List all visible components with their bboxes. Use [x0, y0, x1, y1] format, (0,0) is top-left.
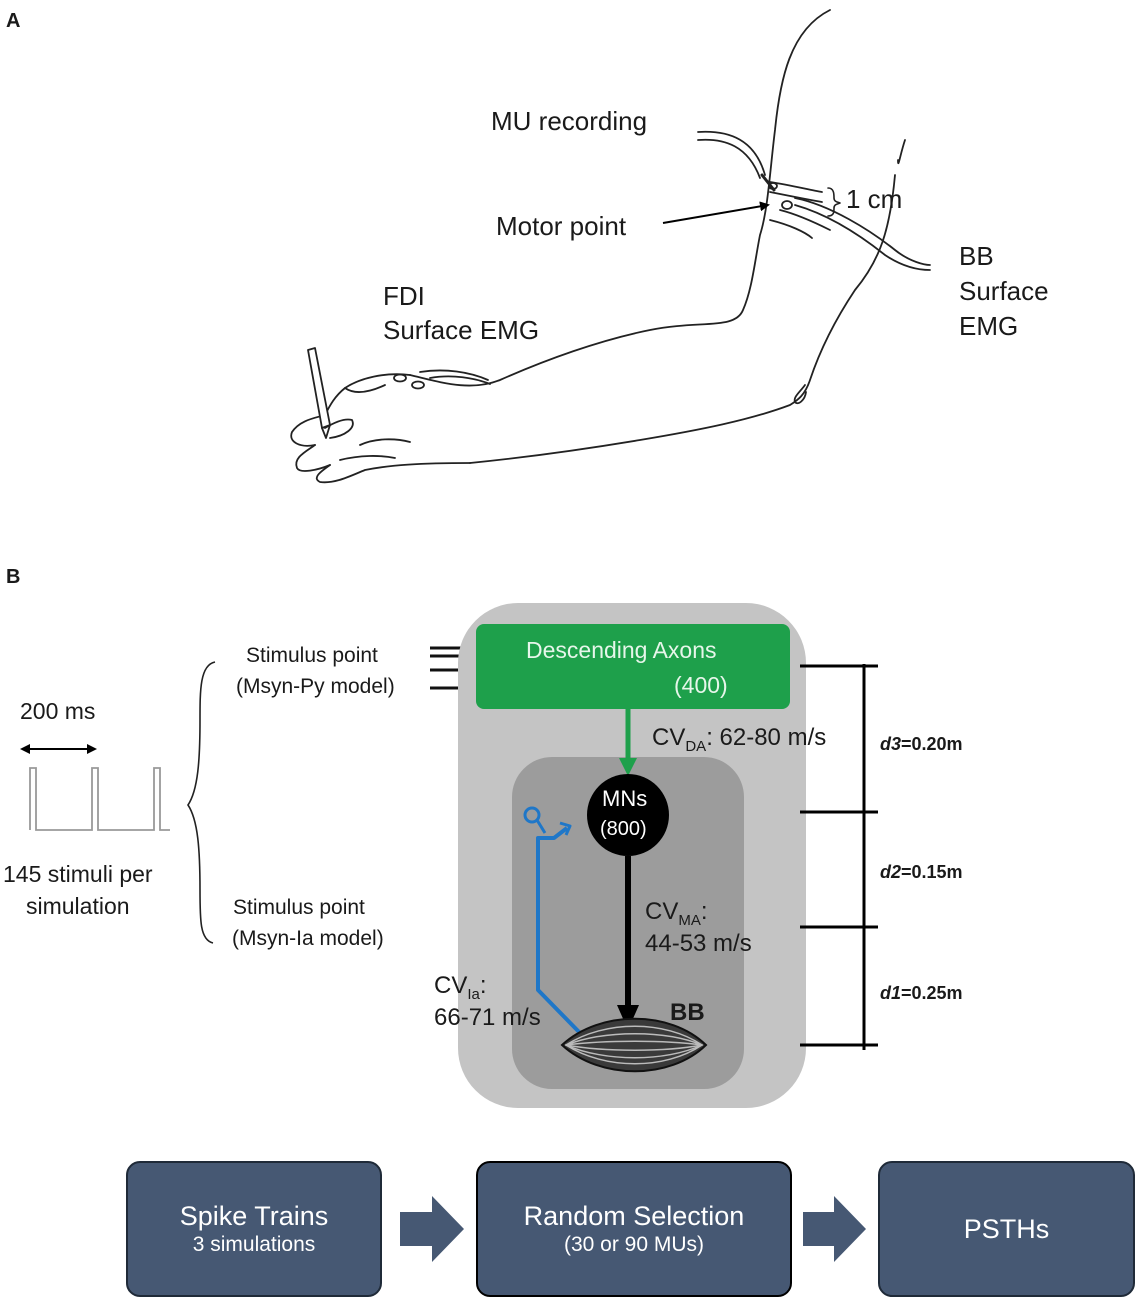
random-selection-box: Random Selection (30 or 90 MUs) — [476, 1161, 792, 1297]
stimuli-simulation-label: simulation — [26, 893, 130, 919]
spike-trains-title: Spike Trains — [179, 1201, 329, 1231]
flow-arrow-1 — [400, 1196, 464, 1262]
panel-a-letter: A — [6, 10, 21, 32]
bb-surface-label: Surface — [959, 276, 1049, 306]
fdi-label: FDI — [383, 281, 425, 311]
distance-label: 1 cm — [846, 184, 903, 214]
bb-label: BB — [959, 241, 994, 271]
mns-count: (800) — [600, 818, 647, 840]
curly-brace — [187, 661, 216, 944]
mns-title: MNs — [602, 786, 648, 811]
d1-label: d1=0.25m — [880, 983, 963, 1003]
cv-ma-value: 44-53 m/s — [645, 930, 752, 957]
cv-ia-label: CVIa: — [434, 972, 487, 1003]
flow-arrow-2 — [803, 1196, 866, 1262]
stimulus-trace — [29, 767, 170, 831]
descending-axons-count: (400) — [674, 672, 728, 698]
bb-muscle-label: BB — [670, 999, 705, 1026]
arm-drawing — [290, 9, 931, 484]
cv-da-label: CVDA: 62-80 m/s — [652, 724, 827, 755]
descending-axons-box — [476, 624, 790, 709]
cv-ia-value: 66-71 m/s — [434, 1004, 541, 1031]
d2-label: d2=0.15m — [880, 862, 963, 882]
stimuli-count-label: 145 stimuli per — [3, 861, 153, 887]
descending-axons-title: Descending Axons — [526, 637, 717, 663]
mu-recording-label: MU recording — [491, 106, 648, 136]
stimulus-point-ia-label: Stimulus point — [233, 896, 365, 919]
msyn-ia-model-label: (Msyn-Ia model) — [232, 927, 384, 950]
panel-b-letter: B — [6, 566, 21, 588]
d3-label: d3=0.20m — [880, 734, 963, 754]
motor-point-arrow — [662, 201, 770, 224]
spike-trains-box: Spike Trains 3 simulations — [126, 1161, 382, 1297]
bb-muscle — [560, 1017, 708, 1073]
psths-title: PSTHs — [963, 1214, 1050, 1244]
bb-emg-label: EMG — [959, 311, 1019, 341]
mns-circle — [587, 774, 669, 856]
stimulus-point-py-label: Stimulus point — [246, 644, 378, 667]
ia-pathway — [523, 806, 584, 1037]
msyn-py-model-label: (Msyn-Py model) — [236, 675, 395, 698]
random-selection-sub: (30 or 90 MUs) — [563, 1233, 705, 1256]
spike-trains-sub: 3 simulations — [192, 1233, 316, 1256]
motor-point-label: Motor point — [496, 211, 627, 241]
distance-ruler — [800, 664, 878, 1050]
random-selection-title: Random Selection — [523, 1201, 745, 1231]
psths-box: PSTHs — [878, 1161, 1135, 1297]
fdi-surface-emg-label: Surface EMG — [383, 315, 540, 345]
cv-ma-label: CVMA: — [645, 898, 708, 929]
interval-label: 200 ms — [20, 698, 96, 724]
da-arrow — [619, 709, 637, 776]
ma-arrow — [617, 856, 639, 1030]
